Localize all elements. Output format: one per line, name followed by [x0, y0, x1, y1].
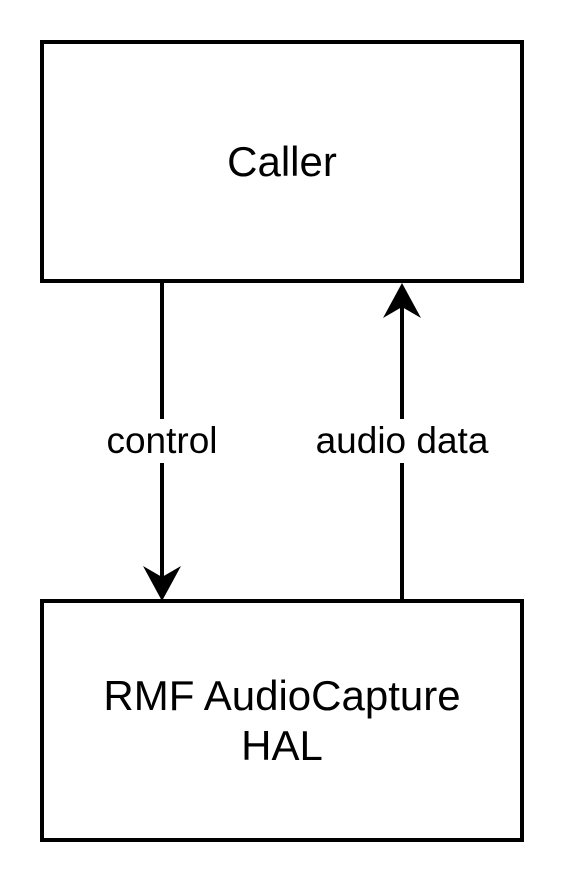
rmf-audiocapture-hal-node: RMF AudioCapture HAL [40, 599, 524, 842]
control-arrowhead [143, 566, 181, 601]
audio-data-edge-label: audio data [313, 419, 491, 463]
hal-node-label: RMF AudioCapture HAL [103, 671, 461, 769]
audio-data-arrowhead [383, 283, 421, 318]
control-edge-label: control [104, 419, 220, 463]
caller-node: Caller [40, 40, 524, 283]
caller-node-label: Caller [227, 137, 337, 185]
